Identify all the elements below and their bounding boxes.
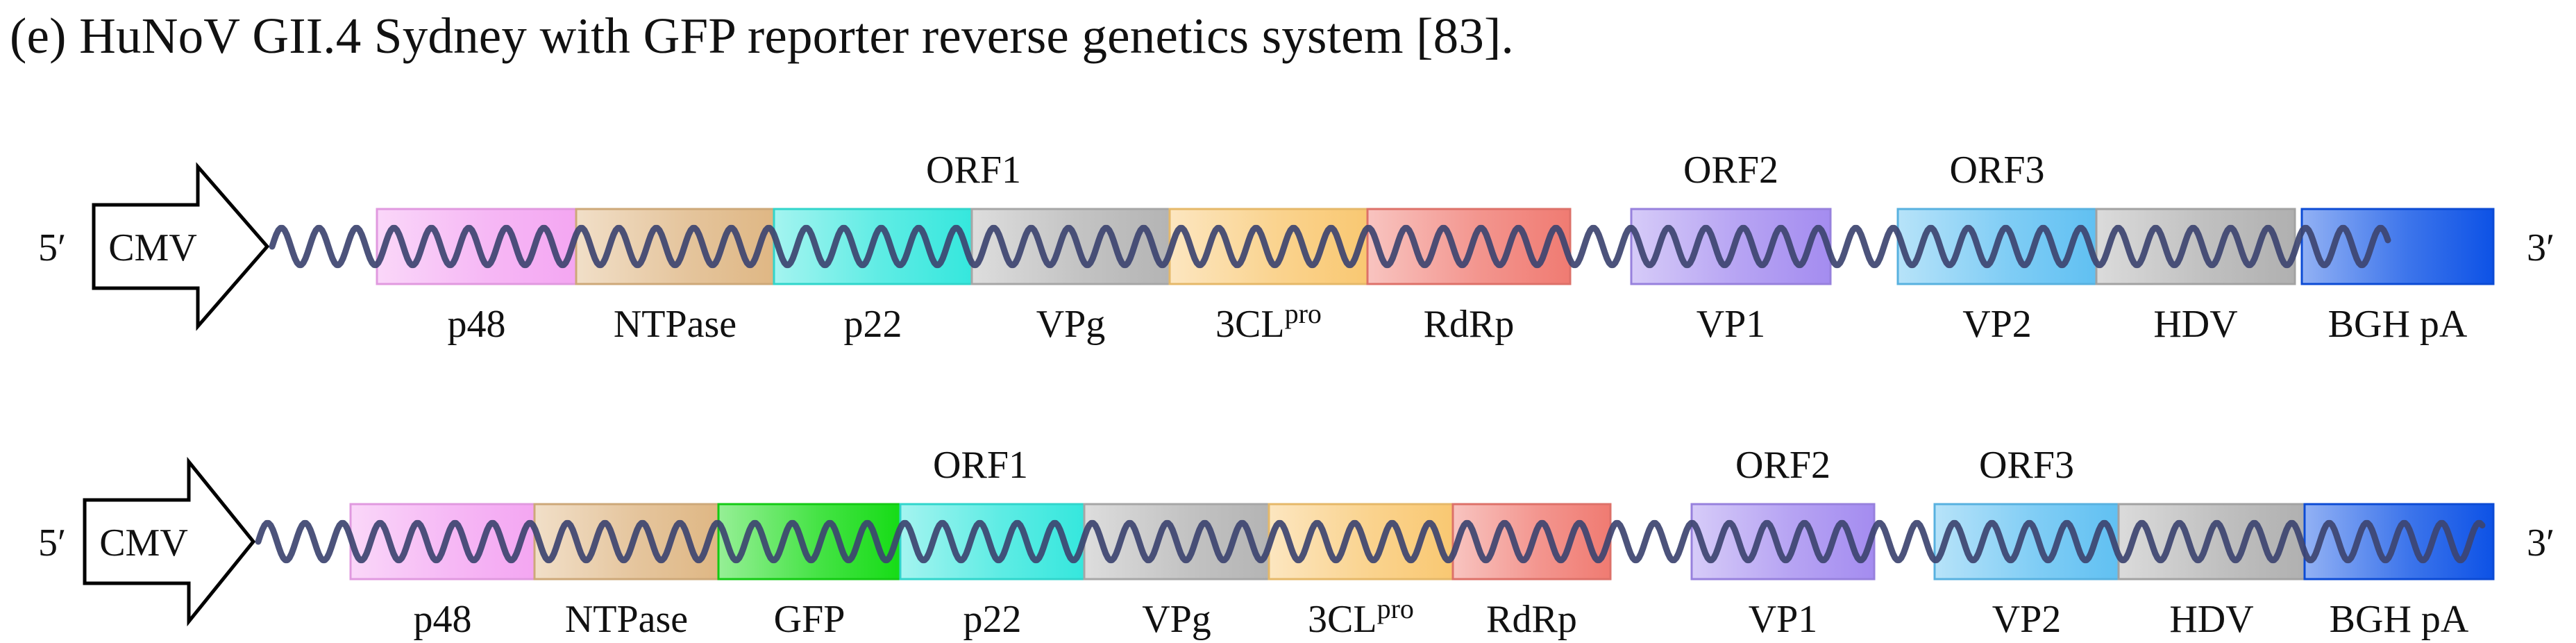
orf-label: ORF1 <box>926 149 1021 192</box>
segment-label: 3CLpro <box>1215 298 1322 346</box>
cmv-promoter-arrow <box>92 162 270 331</box>
five-prime-label: 5′ <box>38 521 66 565</box>
construct-2: 5′ CMV p48 NTPase GFP p22 VPg 3CLpro RdRp VP1 VP2 H… <box>38 444 2554 641</box>
orf-label: ORF1 <box>933 444 1028 487</box>
segment-label: p22 <box>963 598 1022 641</box>
five-prime-label: 5′ <box>38 226 66 269</box>
segment-label: BGH pA <box>2328 303 2468 346</box>
segment-label: NTPase <box>614 303 736 346</box>
orf-label: ORF3 <box>1950 149 2045 192</box>
segment-label: p22 <box>844 303 902 346</box>
orf-label: ORF2 <box>1735 444 1830 487</box>
orf-label: ORF3 <box>1979 444 2074 487</box>
segment-label: p48 <box>448 303 506 346</box>
segment-label: GFP <box>774 598 845 641</box>
rna-wave <box>255 519 2486 564</box>
segment-label: VP1 <box>1697 303 1766 346</box>
segment-label: RdRp <box>1424 303 1515 346</box>
segment-bgh-pa-box <box>2303 503 2495 581</box>
orf-label: ORF2 <box>1683 149 1778 192</box>
segment-hdv-box <box>2117 503 2306 581</box>
figure-caption: (e) HuNoV GII.4 Sydney with GFP reporter… <box>10 8 1515 64</box>
cmv-promoter-arrow <box>83 456 256 627</box>
segment-label: RdRp <box>1486 598 1577 641</box>
promoter-label: CMV <box>99 521 188 565</box>
segment-label: VP2 <box>1992 598 2062 641</box>
segment-label: VPg <box>1142 598 1211 641</box>
segment-label: HDV <box>2153 303 2237 346</box>
segment-label: HDV <box>2169 598 2253 641</box>
three-prime-label: 3′ <box>2527 521 2554 565</box>
three-prime-label: 3′ <box>2527 226 2554 269</box>
segment-label: 3CLpro <box>1308 593 1414 641</box>
construct-1: 5′ CMV p48 NTPase p22 VPg 3CLpro RdRp VP1 VP2 HDV B… <box>38 149 2554 346</box>
segment-label: VP1 <box>1749 598 1818 641</box>
segment-label: p48 <box>414 598 472 641</box>
segment-label: VPg <box>1036 303 1106 346</box>
segment-label: NTPase <box>565 598 688 641</box>
promoter-label: CMV <box>108 226 197 269</box>
rna-wave <box>269 224 2391 269</box>
segment-label: BGH pA <box>2330 598 2469 641</box>
segment-label: VP2 <box>1962 303 2032 346</box>
segment-ntpase-box <box>575 208 775 285</box>
